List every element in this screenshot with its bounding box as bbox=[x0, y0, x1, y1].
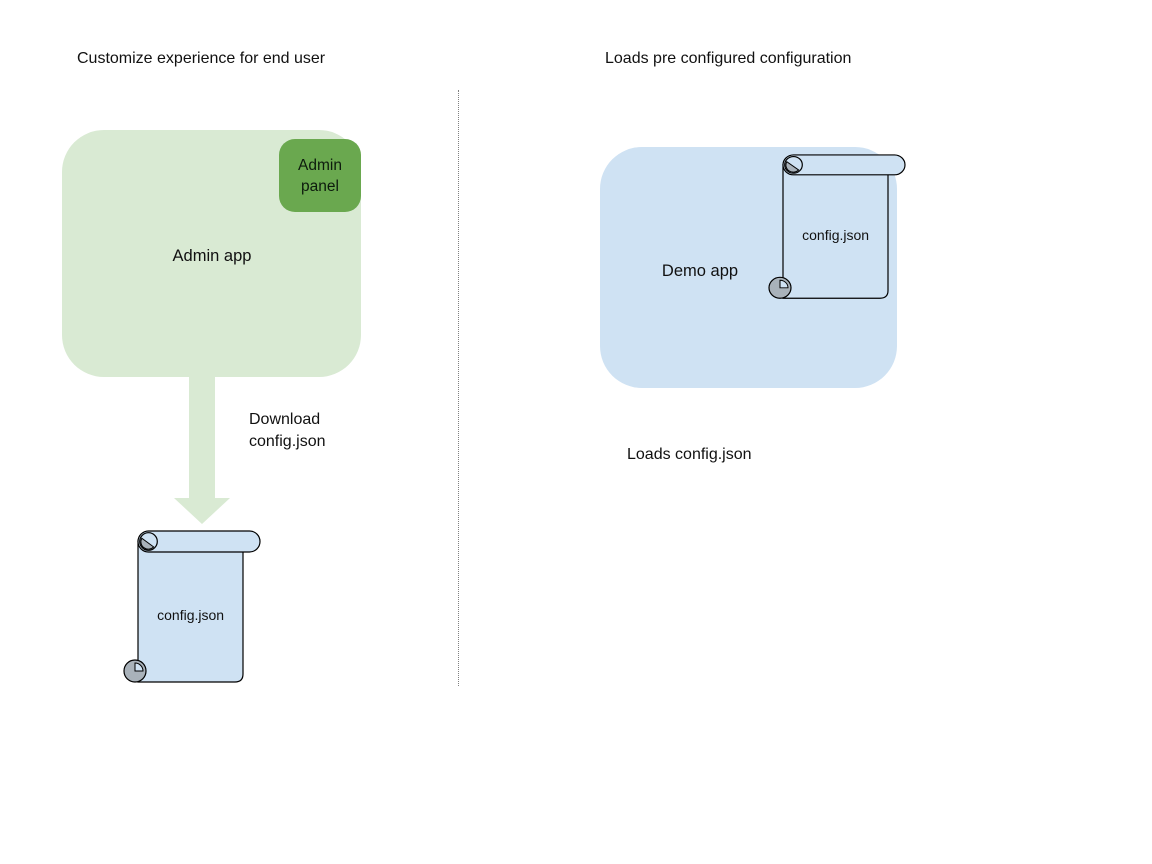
loads-config-label: Loads config.json bbox=[627, 446, 752, 463]
config-json-label-left: config.json bbox=[157, 607, 225, 624]
download-label: Download config.json bbox=[249, 411, 326, 450]
config-json-scroll-left: config.json bbox=[122, 529, 262, 687]
scroll-icon bbox=[123, 530, 261, 683]
demo-app-label: Demo app bbox=[661, 262, 739, 280]
download-arrow-icon bbox=[174, 377, 230, 524]
config-json-label-right: config.json bbox=[802, 226, 870, 243]
admin-app-label: Admin app bbox=[172, 247, 252, 265]
right-section-title: Loads pre configured configuration bbox=[605, 50, 852, 67]
section-divider bbox=[458, 90, 459, 686]
left-section-title: Customize experience for end user bbox=[77, 50, 326, 67]
admin-panel-box: Admin panel bbox=[279, 139, 361, 212]
admin-panel-label: Admin panel bbox=[298, 156, 342, 195]
scroll-icon bbox=[768, 154, 906, 299]
config-json-scroll-right: config.json bbox=[767, 153, 907, 303]
